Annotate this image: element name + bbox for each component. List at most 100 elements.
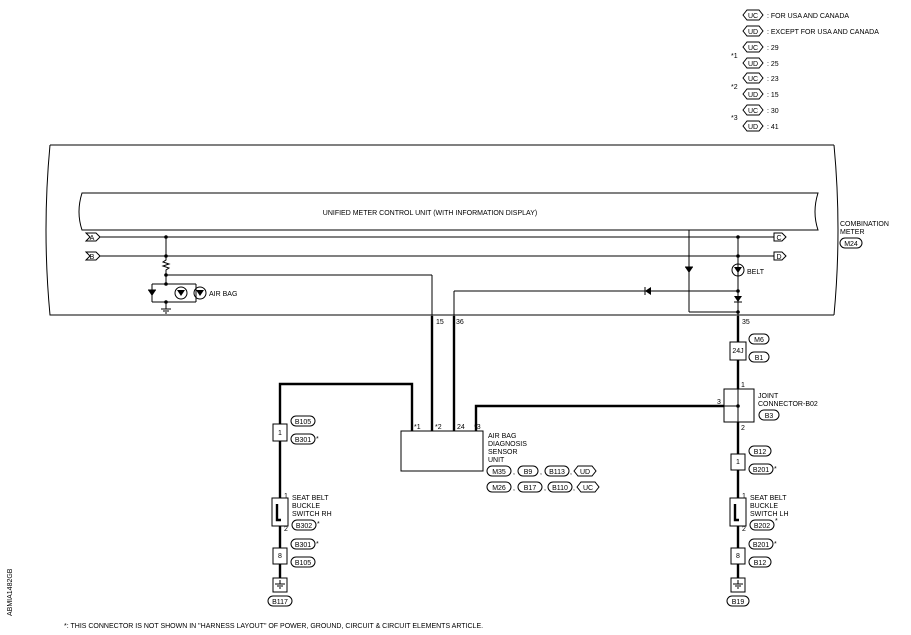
lh-connector-bot-a: B201 xyxy=(753,542,769,549)
harness-wires xyxy=(278,316,740,578)
air-bag-unit-name-2: DIAGNOSIS xyxy=(488,441,527,448)
lh-connector-b12 xyxy=(730,453,746,471)
star-mark: * xyxy=(775,518,778,525)
connector-oval xyxy=(290,556,316,568)
rh-connector-bot-b: B105 xyxy=(295,560,311,567)
connector-oval xyxy=(748,351,770,363)
connector-oval xyxy=(749,519,775,531)
legend-star1-ud-tag: UD xyxy=(748,61,758,68)
meter-connector: M24 xyxy=(844,241,858,248)
bus-a-label: A xyxy=(90,235,95,242)
joint-label-1: JOINT xyxy=(758,393,779,400)
rh-switch-label-2: BUCKLE xyxy=(292,503,320,510)
rh-connector-bot-pin: 8 xyxy=(278,553,282,560)
connector-oval xyxy=(290,433,316,445)
bus-b-shape xyxy=(84,251,101,261)
ground-icon xyxy=(161,308,171,314)
legend-text-uc: : FOR USA AND CANADA xyxy=(767,13,849,20)
lh-connector-m6-b: B1 xyxy=(755,355,764,362)
rh-ground-conn: B117 xyxy=(272,599,288,606)
rh-ground-box xyxy=(272,577,288,593)
rh-connector-top-pin: 1 xyxy=(278,430,282,437)
lh-connector-b12-a: B12 xyxy=(754,449,767,456)
tag-uc-shape xyxy=(742,72,764,84)
legend-star3-uc: : 30 xyxy=(767,108,779,115)
lh-switch-pin1: 1 xyxy=(742,493,746,500)
legend-star3-ud-tag: UD xyxy=(748,124,758,131)
meter-control-unit-outline xyxy=(78,192,819,231)
meter-unit-title: UNIFIED METER CONTROL UNIT (WITH INFORMA… xyxy=(323,210,537,217)
pin-15: 15 xyxy=(436,319,444,326)
bus-a-shape xyxy=(84,232,101,242)
meter-name-2: METER xyxy=(840,229,865,236)
ground-icon xyxy=(275,580,285,589)
rh-connector-bot xyxy=(272,547,288,565)
pin-24: 24 xyxy=(457,424,465,431)
wire-rh-top xyxy=(278,382,414,431)
connector-oval xyxy=(748,538,774,550)
footnote: *: THIS CONNECTOR IS NOT SHOWN IN "HARNE… xyxy=(64,623,483,630)
air-bag-diagnosis-sensor-unit: *1 *2 24 *3 AIR BAG DIAGNOSIS SENSOR UNI… xyxy=(400,424,600,493)
separator: , xyxy=(540,469,542,476)
tag-ud-shape xyxy=(573,465,597,477)
pin-36: 36 xyxy=(456,319,464,326)
lh-switch-label-3: SWITCH LH xyxy=(750,511,789,518)
diode-icon xyxy=(645,287,651,295)
rh-seat-belt-circuit: 1 B105 B301 * 1 2 SEAT BELT BUCKLE SWITC… xyxy=(267,415,332,607)
tag-ud-shape xyxy=(742,120,764,132)
ground-icon xyxy=(733,580,743,589)
air-bag-conn-b9: B9 xyxy=(524,469,533,476)
rh-connector-top xyxy=(272,423,288,442)
connector-oval xyxy=(267,595,293,607)
legend-star2-uc-tag: UC xyxy=(748,76,758,83)
lh-connector-m6-a: M6 xyxy=(754,337,764,344)
meter-name: COMBINATION xyxy=(840,221,889,228)
resistor-symbol xyxy=(161,256,171,275)
led-triangle-icon xyxy=(734,267,742,273)
lh-switch-label-2: BUCKLE xyxy=(750,503,778,510)
rh-connector-top-b: B301 xyxy=(295,437,311,444)
star-mark: * xyxy=(774,541,777,548)
meter-outline xyxy=(45,144,839,316)
connector-oval xyxy=(726,595,750,607)
rh-switch-label-1: SEAT BELT xyxy=(292,495,329,502)
diode-icon xyxy=(734,296,742,302)
rh-connector-bot-a: B301 xyxy=(295,542,311,549)
lh-ground-box xyxy=(730,577,746,593)
air-bag-conn-b17: B17 xyxy=(524,485,537,492)
lh-connector-b12-b: B201 xyxy=(753,467,769,474)
wire-24-to-joint xyxy=(474,404,724,431)
legend-star3-ud: : 41 xyxy=(767,124,779,131)
bus-c-label: C xyxy=(776,235,781,242)
joint-label-2: CONNECTOR-B02 xyxy=(758,401,818,408)
lh-connector-bot-b: B12 xyxy=(754,560,767,567)
air-bag-conn-b110: B110 xyxy=(552,485,568,492)
star-mark: * xyxy=(317,521,320,528)
lh-switch-body xyxy=(729,497,747,527)
switch-icon xyxy=(275,504,281,522)
legend-tag-ud: UD xyxy=(748,29,758,36)
connector-oval xyxy=(748,556,772,568)
connector-oval xyxy=(547,481,573,493)
legend-star2-ud-tag: UD xyxy=(748,92,758,99)
tag-ud-shape xyxy=(742,88,764,100)
bus-d-shape xyxy=(773,251,787,261)
diode-icon xyxy=(685,267,693,273)
lh-connector-bot xyxy=(730,547,746,565)
legend-star2-mark: *2 xyxy=(731,84,738,91)
joint-pin3: 3 xyxy=(717,399,721,406)
rh-switch-label-3: SWITCH RH xyxy=(292,511,332,518)
air-bag-lamp-circuit: AIR BAG xyxy=(148,235,432,314)
tag-uc-shape xyxy=(742,104,764,116)
bus-c-shape xyxy=(773,232,787,242)
legend-star1-uc-tag: UC xyxy=(748,45,758,52)
rh-switch-pin1: 1 xyxy=(284,493,288,500)
connector-oval xyxy=(290,415,316,427)
legend-star2-uc: : 23 xyxy=(767,76,779,83)
separator: , xyxy=(573,485,575,492)
junction-dot xyxy=(736,254,740,258)
bus-b-label: B xyxy=(90,254,95,261)
star-mark: * xyxy=(774,466,777,473)
rh-connector-top-a: B105 xyxy=(295,419,311,426)
